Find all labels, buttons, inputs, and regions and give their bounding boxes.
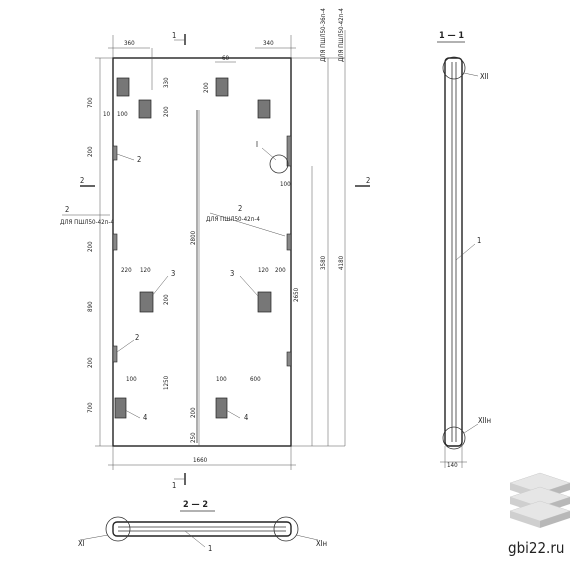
opening — [215, 397, 228, 419]
node-XII-top — [442, 56, 466, 80]
dim-1250: 1250 — [163, 375, 170, 390]
cut-mark-1-top: 1 — [172, 31, 176, 40]
section-profile — [444, 57, 463, 447]
callout-I: I — [256, 140, 258, 149]
dim-340: 340 — [263, 40, 274, 47]
dim-60: 60 — [222, 55, 230, 62]
dim-140: 140 — [447, 462, 458, 469]
dim-600: 600 — [250, 376, 261, 383]
dim-10: 10 — [103, 111, 111, 118]
note-vertical-36: ДЛЯ ПШЛ50-36п-4 — [320, 8, 327, 62]
callout-4-a: 4 — [143, 413, 147, 422]
watermark-logo: gbi22.ru — [508, 472, 571, 557]
cut-mark-1-bottom: 1 — [172, 481, 176, 490]
dim-700-bottom: 700 — [87, 402, 94, 413]
note-vertical-42: ДЛЯ ПШЛ50-42п-4 — [338, 8, 345, 62]
edge-insert — [286, 233, 292, 251]
dim-100-c: 100 — [126, 376, 137, 383]
dim-200-f: 200 — [275, 267, 286, 274]
dim-3580: 3580 — [320, 255, 327, 270]
dim-200-h: 200 — [190, 407, 197, 418]
dim-200-d: 200 — [203, 82, 210, 93]
section-2-2: 2 — 2 XI XIн 1 — [78, 500, 327, 553]
opening — [215, 77, 229, 97]
dim-120-a: 120 — [140, 267, 151, 274]
callout-2-c: 2 — [238, 204, 242, 213]
callout-2-b: 2 — [65, 205, 69, 214]
dim-200-e: 200 — [163, 294, 170, 305]
dim-250: 250 — [190, 432, 197, 443]
dim-360: 360 — [124, 40, 135, 47]
node-XII-bottom — [442, 426, 466, 450]
callout-3-a: 3 — [171, 269, 175, 278]
dim-2650: 2650 — [293, 287, 300, 302]
edge-insert — [286, 351, 292, 367]
dim-200-c: 200 — [163, 106, 170, 117]
cut-mark-2-left: 2 — [80, 176, 84, 185]
opening — [114, 397, 127, 419]
section-title-1-1: 1 — 1 — [439, 31, 464, 41]
edge-insert — [112, 345, 118, 363]
callout-4-b: 4 — [244, 413, 248, 422]
edge-inserts — [112, 135, 292, 367]
opening — [257, 291, 272, 313]
dim-220: 220 — [121, 267, 132, 274]
panel-outline — [112, 57, 292, 447]
cut-mark-2-right: 2 — [366, 176, 370, 185]
callout-2-d: 2 — [135, 333, 139, 342]
opening — [116, 77, 130, 97]
callout-3-b: 3 — [230, 269, 234, 278]
section-title-2-2: 2 — 2 — [183, 500, 208, 510]
dim-200-a: 200 — [87, 146, 94, 157]
node-XI-left — [105, 516, 131, 542]
note-left: ДЛЯ ПШЛ50-42п-4 — [60, 219, 114, 226]
edge-insert — [286, 135, 292, 167]
dim-890: 890 — [87, 301, 94, 312]
dim-2800: 2800 — [190, 230, 197, 245]
label-XII-top: XII — [480, 72, 489, 81]
label-XI-right: XIн — [316, 539, 327, 548]
callout-1-section: 1 — [477, 236, 481, 245]
opening — [257, 99, 271, 119]
dim-200-b: 200 — [87, 241, 94, 252]
callout-1-section-2: 1 — [208, 544, 212, 553]
edge-insert — [112, 233, 118, 251]
label-XI-left: XI — [78, 539, 85, 548]
dim-120-b: 120 — [258, 267, 269, 274]
opening-group — [114, 77, 272, 419]
node-XI-right — [273, 516, 299, 542]
opening — [138, 99, 152, 119]
dim-700-top: 700 — [87, 97, 94, 108]
callout-2-a: 2 — [137, 155, 141, 164]
opening — [139, 291, 154, 313]
dim-100-a: 100 — [117, 111, 128, 118]
dim-1660: 1660 — [193, 457, 208, 464]
dim-100-d: 100 — [216, 376, 227, 383]
section-1-1: 1 — 1 XII XIIн 1 140 — [437, 31, 491, 469]
label-XII-bottom: XIIн — [478, 416, 491, 425]
node-circle-I — [269, 154, 289, 174]
dim-330: 330 — [163, 77, 170, 88]
main-elevation: 360 340 60 700 200 200 890 200 700 330 2… — [60, 8, 370, 490]
edge-insert — [112, 145, 118, 161]
stack-logo-icon — [509, 472, 571, 528]
watermark-site: gbi22.ru — [508, 539, 564, 557]
dim-4180: 4180 — [338, 255, 345, 270]
note-mid: ДЛЯ ПШЛ50-42п-4 — [206, 216, 260, 223]
section-2-2-profile — [112, 521, 292, 537]
dim-200-g: 200 — [87, 357, 94, 368]
dim-100-b: 100 — [280, 181, 291, 188]
